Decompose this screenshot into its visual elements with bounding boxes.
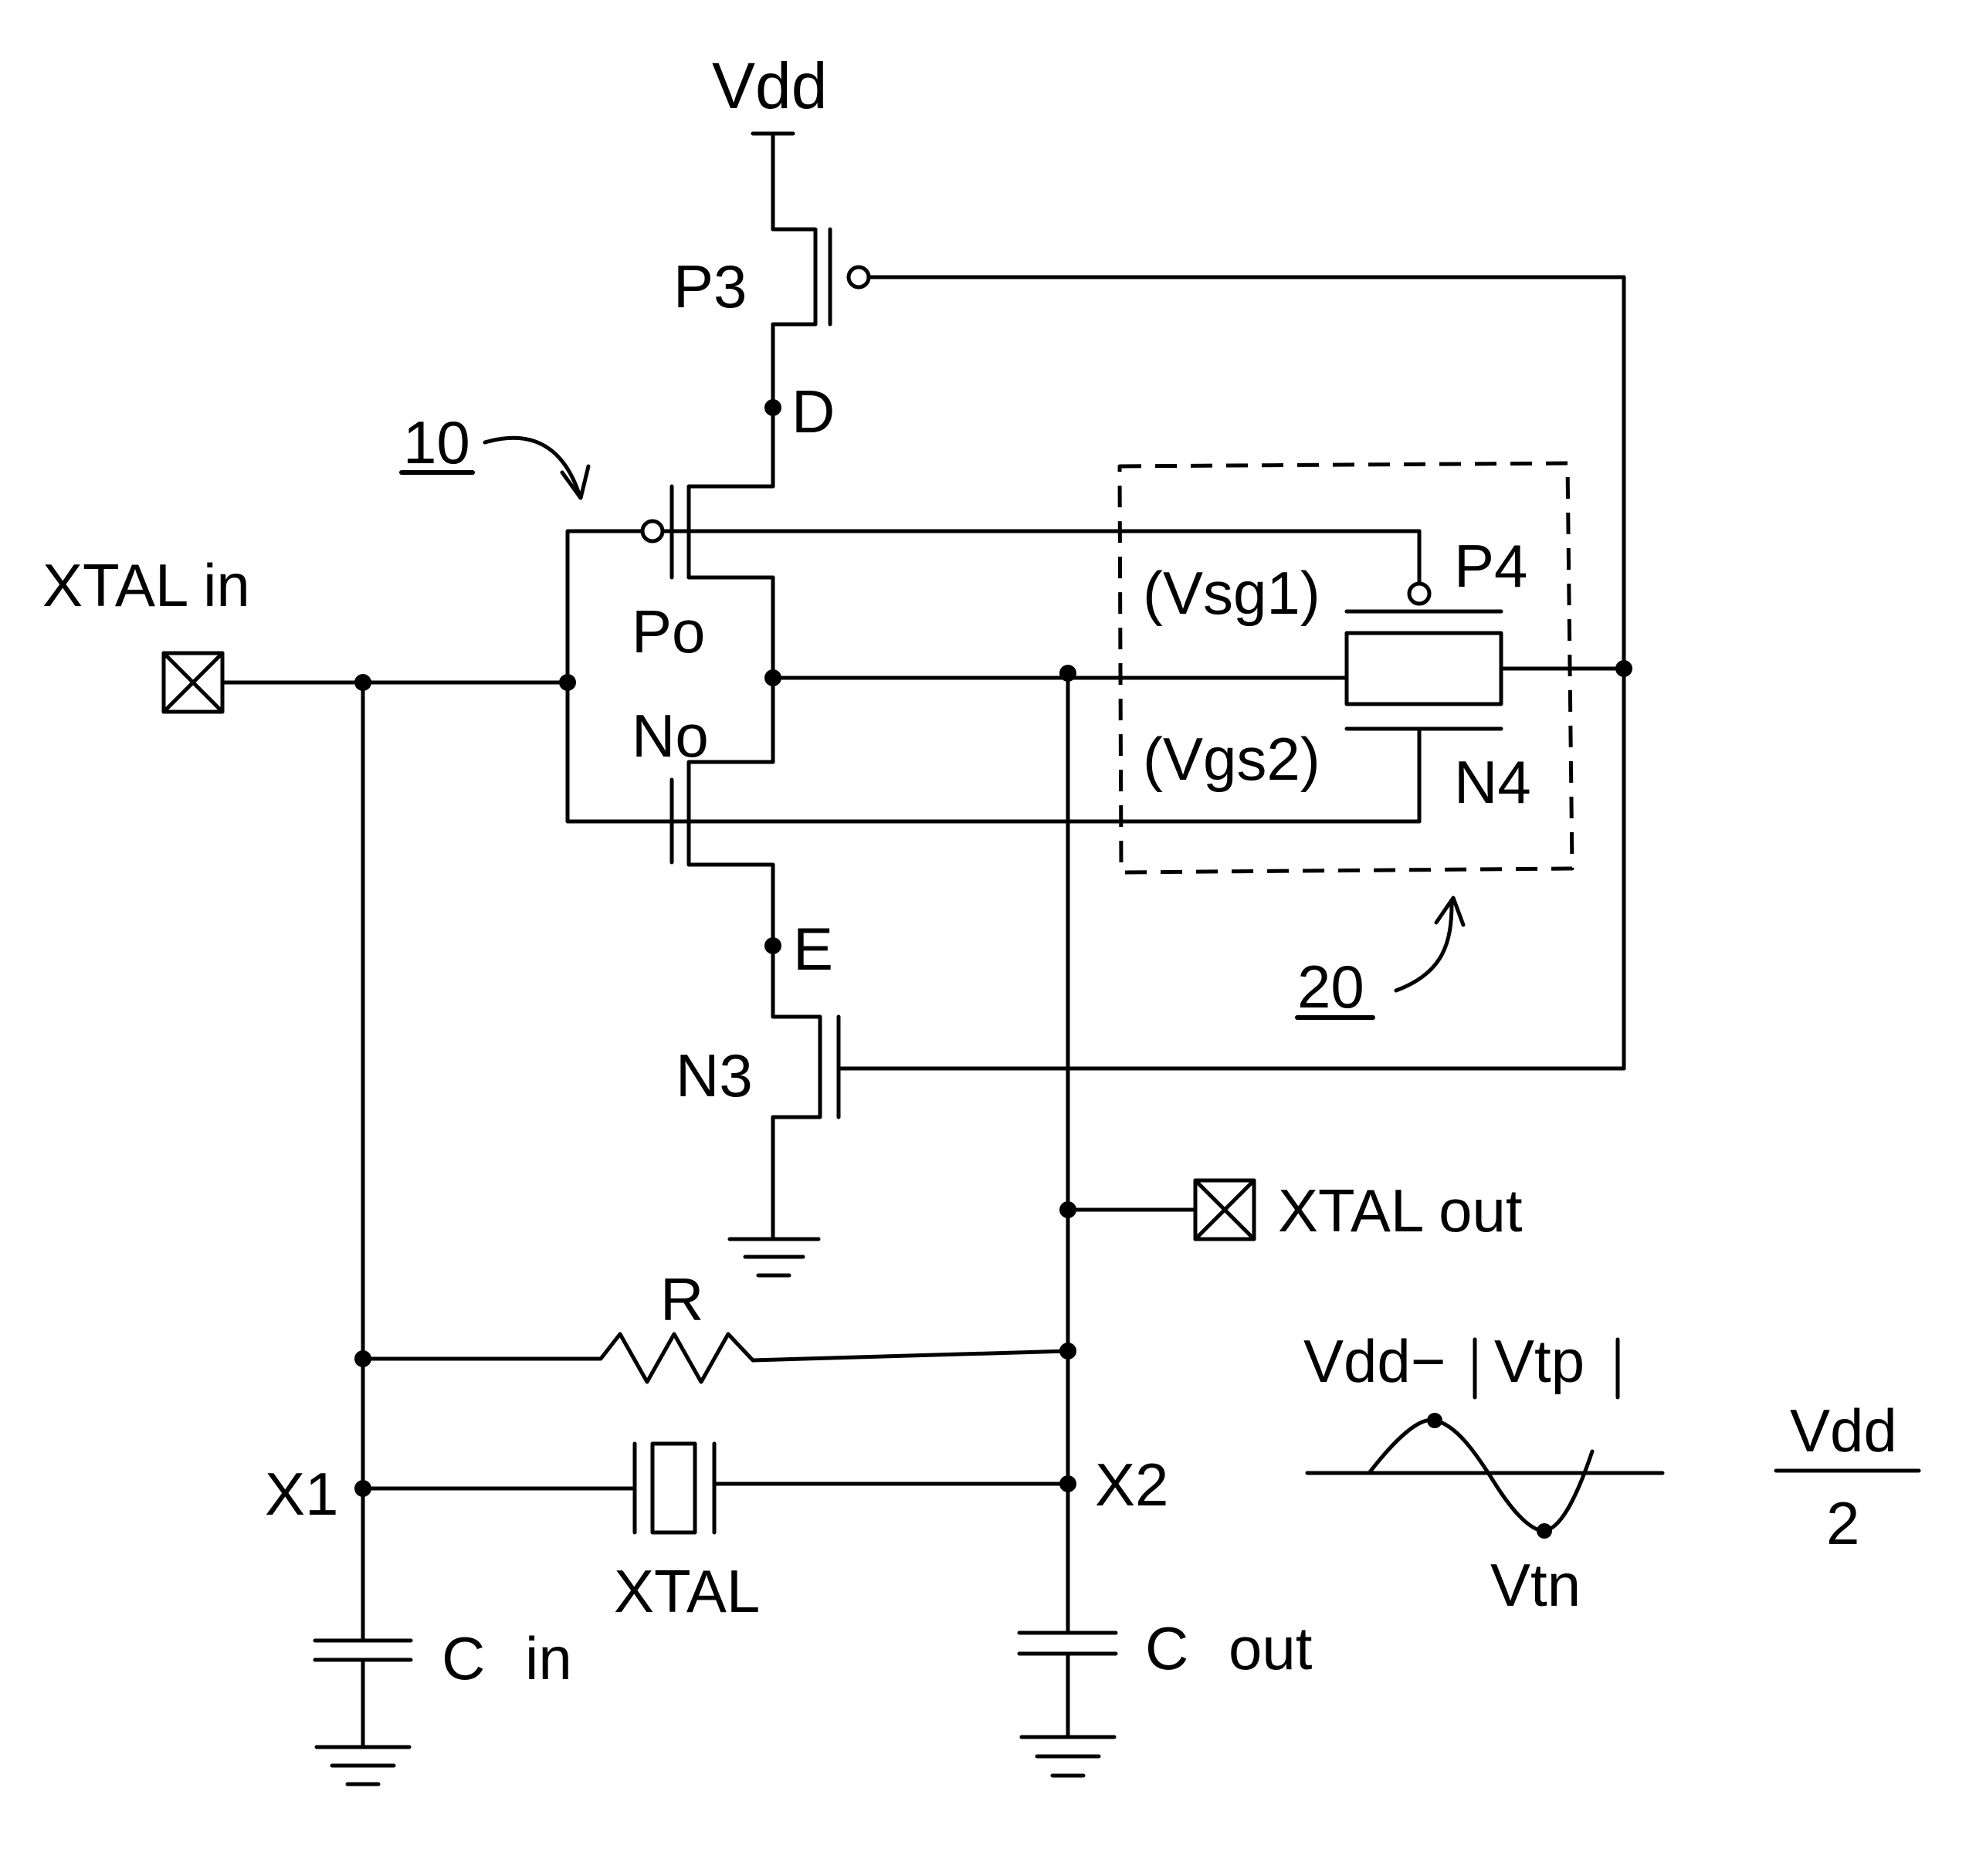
node-d-label: D xyxy=(791,378,835,445)
vgs2-label: (Vgs2) xyxy=(1143,725,1320,793)
block-20-label: 20 xyxy=(1297,953,1364,1021)
vtn-label: Vtn xyxy=(1490,1551,1581,1619)
transmission-gate-channel xyxy=(1347,633,1501,704)
block-20-label-group: 20 xyxy=(1297,898,1463,1021)
c-in-label: C in xyxy=(442,1624,572,1692)
resistor-r: R xyxy=(363,1265,1068,1382)
vdd-half-numerator: Vdd xyxy=(1790,1397,1897,1465)
vdd-half-denominator: 2 xyxy=(1826,1489,1859,1557)
p4-label: P4 xyxy=(1454,532,1527,600)
node-e-junction xyxy=(764,937,781,954)
ground-n3 xyxy=(730,1239,819,1275)
p3-transistor: P3 xyxy=(673,229,1624,486)
vdd-label: Vdd xyxy=(712,49,827,122)
po-label: Po xyxy=(632,598,705,665)
n3-label: N3 xyxy=(676,1041,753,1109)
capacitor-c-in: C in xyxy=(315,1624,572,1784)
vsg1-label: (Vsg1) xyxy=(1143,559,1320,627)
x2-label: X2 xyxy=(1095,1451,1168,1519)
block-10-label-group: 10 xyxy=(402,408,588,498)
no-label: No xyxy=(632,702,709,770)
r-label: R xyxy=(660,1265,703,1333)
node-d-junction xyxy=(764,399,781,416)
xtal-out-label: XTAL out xyxy=(1278,1177,1523,1244)
vdd-half-fraction: Vdd 2 xyxy=(1776,1397,1919,1557)
block-20: (Vsg1) P4 (Vgs2) N4 xyxy=(1120,463,1624,872)
p3-label: P3 xyxy=(673,252,747,320)
x1-label: X1 xyxy=(265,1460,338,1528)
vtp-label: Vtp xyxy=(1494,1327,1585,1395)
waveform-annotation: Vdd− Vtp Vtn xyxy=(1303,1327,1662,1619)
node-e-label: E xyxy=(793,915,833,983)
block-10-arrow xyxy=(485,438,579,494)
xtal-in-label: XTAL in xyxy=(42,551,250,619)
xtal-in-pad: XTAL in xyxy=(42,551,250,712)
c-out-label: C out xyxy=(1145,1614,1313,1682)
n4-label: N4 xyxy=(1454,748,1531,816)
xtal-label: XTAL xyxy=(614,1557,760,1625)
vdd-supply: Vdd xyxy=(712,49,827,229)
block-10-label: 10 xyxy=(403,408,470,476)
capacitor-c-out: C out xyxy=(1019,1614,1313,1776)
crystal-xtal: XTAL xyxy=(363,1444,1068,1625)
vdd-minus-label: Vdd− xyxy=(1303,1327,1446,1395)
xtal-out-pad: XTAL out xyxy=(1068,1177,1523,1244)
